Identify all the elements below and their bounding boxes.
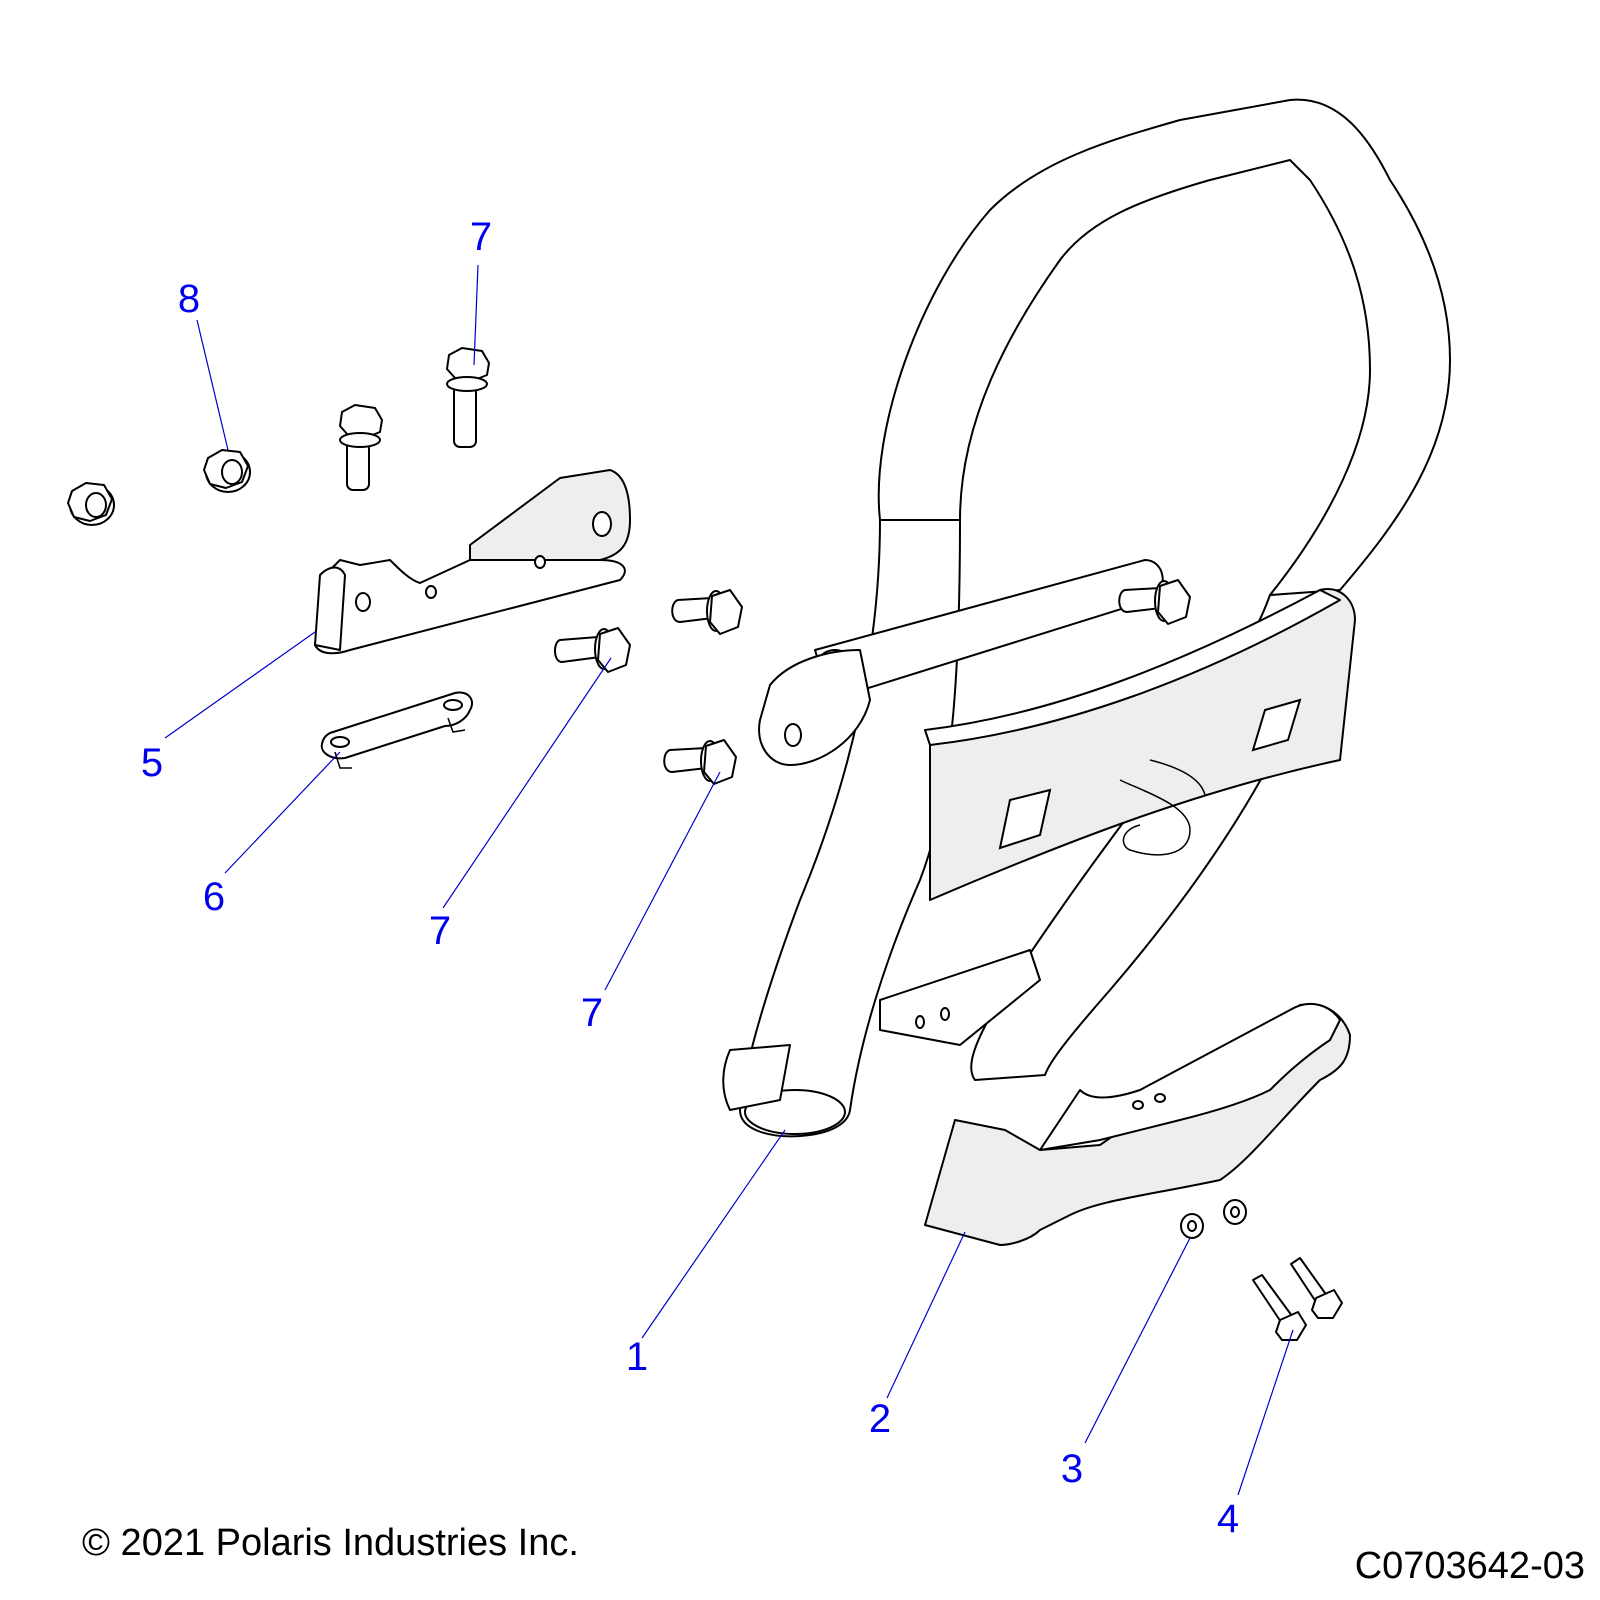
washers — [1180, 1199, 1247, 1239]
lower-guard — [924, 1002, 1351, 1246]
leader-3 — [1084, 1237, 1191, 1444]
callout-3: 3 — [1061, 1447, 1083, 1491]
flange-nut-b — [67, 482, 115, 526]
drawing-number: C0703642-03 — [1355, 1545, 1585, 1587]
callout-7-top: 7 — [470, 215, 492, 259]
bumper-frame — [722, 98, 1451, 1138]
callout-labels: 1 2 3 4 5 6 7 7 7 8 — [141, 215, 1239, 1541]
leader-8 — [196, 319, 229, 451]
callout-5: 5 — [141, 741, 163, 785]
leader-7a — [442, 657, 612, 909]
callout-8: 8 — [178, 277, 200, 321]
callout-4: 4 — [1217, 1497, 1239, 1541]
leader-lines — [164, 264, 1294, 1496]
flange-nut-a — [203, 449, 251, 493]
flange-bolt-low — [663, 739, 737, 785]
callout-7-lower-left: 7 — [429, 909, 451, 953]
flange-bolt-mid-b — [671, 589, 743, 635]
link-plate — [320, 691, 474, 769]
leader-6 — [224, 751, 341, 874]
callout-2: 2 — [869, 1397, 891, 1441]
flange-bolt-frame — [1118, 579, 1191, 625]
mounting-bracket — [314, 469, 631, 655]
leader-5 — [164, 631, 316, 739]
flange-bolt-top-a — [339, 404, 383, 491]
copyright-text: © 2021 Polaris Industries Inc. — [82, 1522, 579, 1564]
callout-7-lower-right: 7 — [581, 991, 603, 1035]
leader-7c — [473, 264, 479, 366]
leader-7b — [604, 771, 721, 991]
flange-bolt-mid-a — [554, 627, 631, 673]
callout-6: 6 — [203, 875, 225, 919]
callout-1: 1 — [626, 1335, 648, 1379]
leader-4 — [1237, 1329, 1294, 1496]
small-bolts — [1252, 1257, 1343, 1341]
leader-1 — [641, 1129, 786, 1339]
flange-bolt-top-b — [446, 347, 490, 448]
leader-2 — [886, 1231, 966, 1399]
